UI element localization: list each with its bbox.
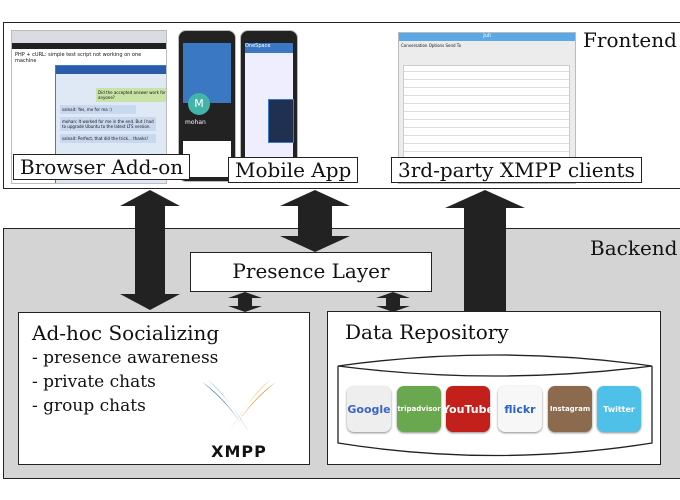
browser-chat-msg: mohan: It worked for me in the end. But … — [60, 117, 156, 131]
xmpp-menu-item: Send To — [445, 43, 462, 48]
mobile-chat-title: OneSpace — [245, 43, 293, 53]
presence-layer-box — [190, 252, 432, 292]
adhoc-feature: - group chats — [32, 396, 146, 416]
data-repository-title: Data Repository — [345, 320, 509, 344]
instagram-icon: Instagram — [548, 386, 592, 432]
xmpp-logo-text: XMPP — [211, 442, 267, 461]
adhoc-title: Ad-hoc Socializing — [32, 321, 220, 345]
adhoc-feature: - private chats — [32, 372, 156, 392]
mobile-avatar: M — [188, 93, 210, 115]
frontend-title: Frontend — [583, 28, 677, 52]
xmpp-logo: XMPP — [196, 378, 282, 461]
youtube-icon: YouTube — [442, 386, 494, 432]
google-maps-icon: Google — [347, 386, 391, 432]
client-label-mobile-app: Mobile App — [228, 157, 359, 183]
tripadvisor-icon: tripadvisor — [397, 386, 441, 432]
browser-shot-heading: PHP + cURL: simple test script not worki… — [15, 52, 142, 64]
browser-chat-msg: salnait: Perfect, that did the trick... … — [60, 134, 156, 143]
arrow-xmpp-repository — [445, 190, 525, 311]
adhoc-socializing-box — [18, 312, 310, 465]
adhoc-feature-list: - presence awareness - private chats - g… — [32, 346, 218, 418]
flickr-icon: flickr — [498, 386, 542, 432]
xmpp-menu-item: Conversation — [401, 43, 428, 48]
xmpp-menu-item: Options — [428, 43, 445, 48]
browser-chat-msg: Did the accepted answer work for anyone? — [96, 88, 166, 102]
mobile-app-screenshot-2: OneSpace — [240, 30, 298, 182]
presence-layer-label: Presence Layer — [232, 259, 390, 283]
adhoc-feature: - presence awareness — [32, 348, 219, 368]
arrow-mobile-presence — [280, 190, 350, 252]
twitter-icon: Twitter — [597, 386, 641, 432]
repository-cylinder — [337, 354, 653, 457]
browser-chat-msg: salnait: Yes, me for ma :) — [60, 105, 136, 114]
client-label-xmpp-clients: 3rd-party XMPP clients — [391, 157, 642, 183]
arrow-browser-adhoc — [120, 190, 180, 310]
xmpp-window-title: Juli — [399, 33, 575, 41]
backend-title: Backend — [590, 236, 678, 260]
arrow-presence-repository — [376, 292, 410, 312]
client-label-browser-addon: Browser Add-on — [13, 154, 191, 180]
mobile-user-name: mohan — [185, 119, 206, 126]
arrow-presence-adhoc — [228, 292, 262, 312]
